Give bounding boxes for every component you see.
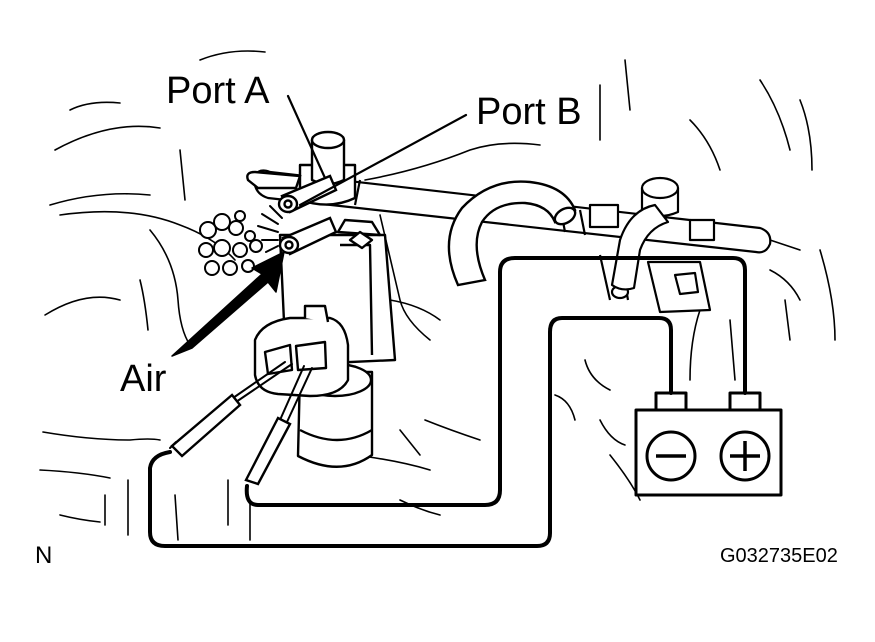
battery bbox=[636, 393, 781, 495]
curved-hose bbox=[449, 182, 578, 285]
electrical-connector bbox=[255, 306, 348, 396]
air-puffs bbox=[199, 211, 262, 275]
port-b-leader bbox=[300, 115, 466, 205]
battery-positive-terminal bbox=[730, 393, 760, 410]
positive-lead-wire bbox=[247, 258, 745, 505]
figure-code: G032735E02 bbox=[720, 545, 838, 567]
port-a-label: Port A bbox=[166, 70, 270, 112]
air-label: Air bbox=[120, 358, 167, 400]
air-spray-lines bbox=[258, 206, 282, 252]
battery-negative-terminal bbox=[656, 393, 686, 410]
port-tubes bbox=[247, 172, 336, 254]
port-a-leader bbox=[288, 96, 325, 178]
engine-background-lines bbox=[40, 51, 835, 540]
air-arrow-icon bbox=[172, 252, 284, 356]
port-b-label: Port B bbox=[476, 91, 582, 133]
negative-lead-wire bbox=[150, 318, 671, 546]
second-vsv bbox=[612, 178, 710, 312]
label-leader-lines bbox=[288, 96, 466, 205]
test-leads bbox=[170, 362, 312, 484]
north-indicator: N bbox=[35, 542, 53, 569]
battery-wiring bbox=[150, 258, 745, 546]
